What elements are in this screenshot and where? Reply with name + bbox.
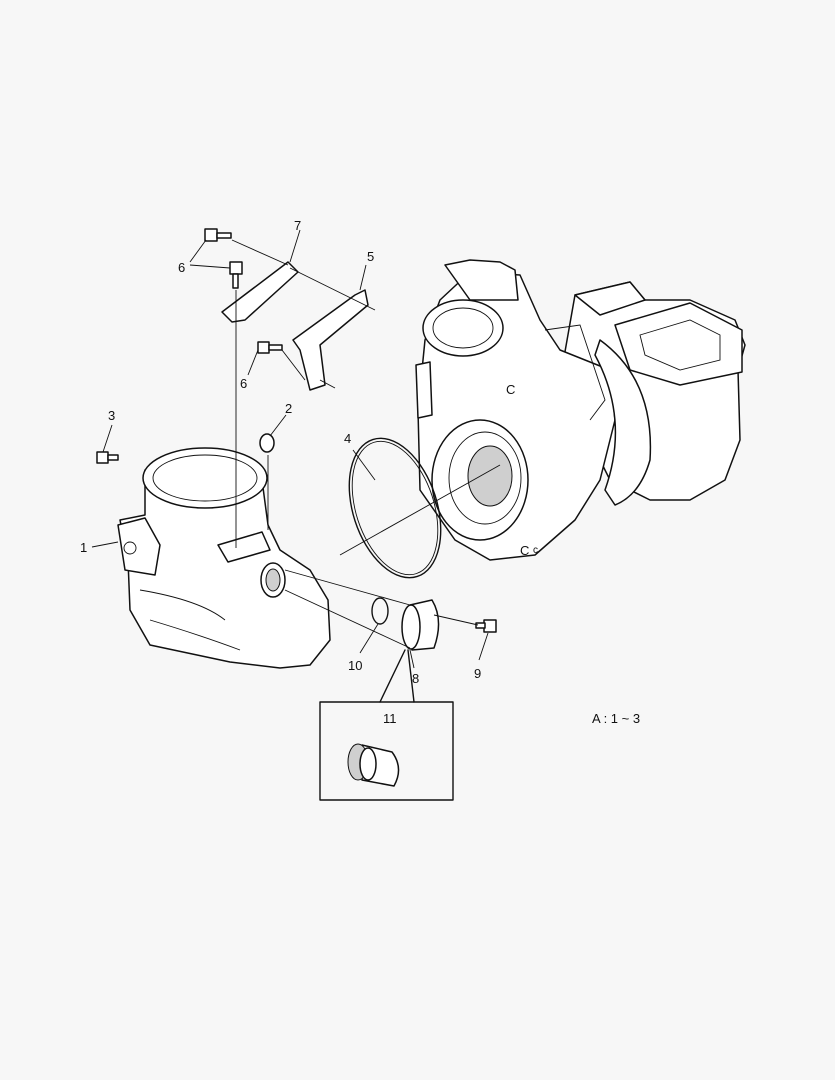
bolt-6-lower (257, 341, 283, 354)
plug-8 (401, 599, 440, 651)
plug-11 (347, 743, 400, 787)
bracket-7 (221, 261, 299, 323)
callout-10: 10 (348, 658, 362, 673)
callout-9: 9 (474, 666, 481, 681)
callout-4: 4 (344, 431, 351, 446)
leader-lines (91, 229, 501, 669)
callout-3: 3 (108, 408, 115, 423)
bracket-5 (292, 289, 369, 391)
o-ring-4 (348, 437, 442, 579)
callout-8: 8 (412, 671, 419, 686)
callout-6-lower: 6 (240, 376, 247, 391)
svg-text:c: c (533, 545, 538, 556)
bolt-9 (475, 619, 497, 633)
applicability-note: A : 1 ~ 3 (592, 711, 640, 726)
svg-text:C: C (506, 382, 515, 397)
svg-text:C: C (520, 543, 529, 558)
callout-11: 11 (383, 711, 397, 726)
bolt-6-upper (204, 228, 232, 242)
washer-2 (259, 433, 275, 453)
callout-6-upper: 6 (178, 260, 185, 275)
o-ring-10 (371, 597, 389, 625)
inlet-housing (117, 447, 331, 669)
detail-box (319, 701, 454, 801)
callout-5: 5 (367, 249, 374, 264)
callout-2: 2 (285, 401, 292, 416)
bolt-3 (96, 451, 119, 464)
bolt-6-mid (229, 261, 243, 289)
callout-1: 1 (80, 540, 87, 555)
callout-7: 7 (294, 218, 301, 233)
